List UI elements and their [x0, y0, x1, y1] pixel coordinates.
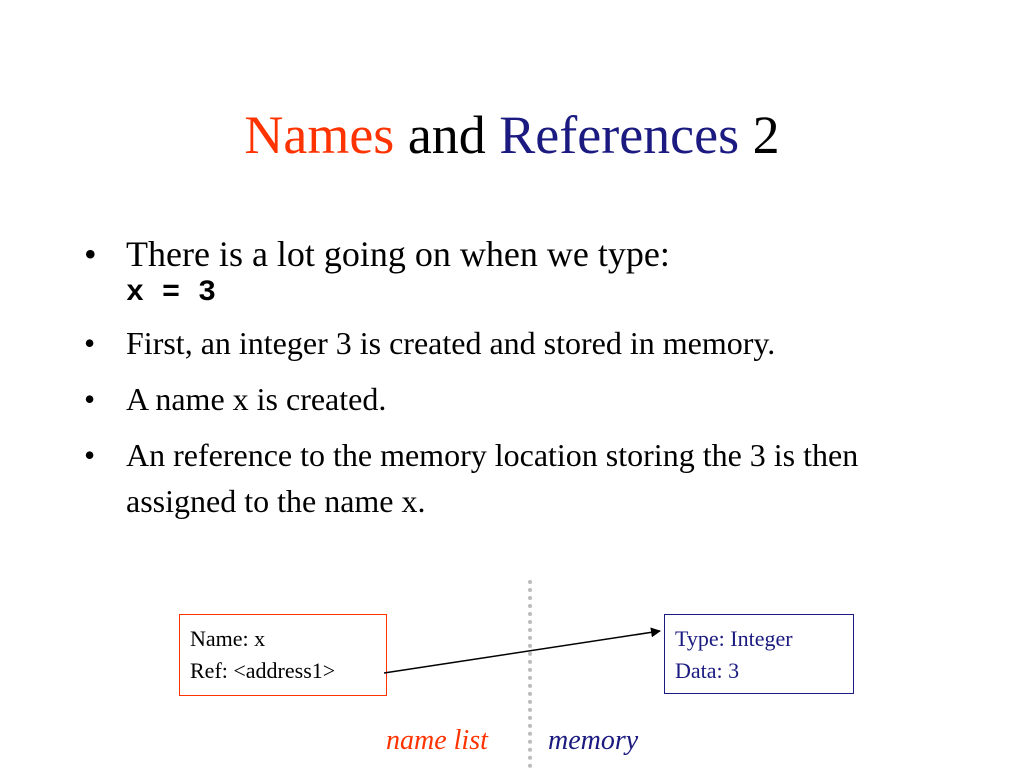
slide-title: Names and References 2	[0, 103, 1024, 168]
name-box-ref: Ref: <address1>	[190, 658, 336, 683]
memory-label: memory	[548, 725, 639, 756]
name-memory-divider	[528, 580, 532, 768]
memory-box-type: Type: Integer	[675, 626, 793, 651]
bullet-text: A name x is created.	[126, 381, 387, 417]
arrow-line	[383, 627, 661, 674]
bullet-text: An reference to the memory location stor…	[126, 437, 859, 519]
bullet-item: • A name x is created.	[84, 376, 984, 422]
memory-box: Type: Integer Data: 3	[664, 614, 854, 694]
bullet-text: First, an integer 3 is created and store…	[126, 325, 776, 361]
bullet-dot: •	[84, 234, 97, 274]
bullet-dot: •	[84, 381, 96, 417]
title-number: 2	[739, 105, 780, 165]
memory-box-data: Data: 3	[675, 658, 740, 683]
bullet-item: • An reference to the memory location st…	[84, 432, 946, 524]
name-box-name: Name: x	[190, 626, 266, 651]
bullet-item: • There is a lot going on when we type: …	[84, 232, 984, 310]
name-box: Name: x Ref: <address1>	[179, 614, 387, 696]
name-list-label: name list	[386, 725, 488, 756]
bullet-dot: •	[84, 437, 96, 473]
title-names: Names	[244, 105, 395, 165]
title-and: and	[394, 105, 500, 165]
bullet-item: • First, an integer 3 is created and sto…	[84, 320, 984, 366]
title-references: References	[499, 105, 740, 165]
bullet-list: • There is a lot going on when we type: …	[84, 232, 984, 534]
code-snippet: x = 3	[126, 276, 217, 310]
bullet-text: There is a lot going on when we type:	[126, 234, 670, 274]
bullet-dot: •	[84, 325, 96, 361]
